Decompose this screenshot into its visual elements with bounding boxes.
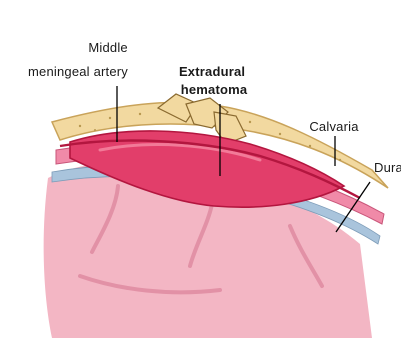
label-middle-meningeal-artery: Middle meningeal artery [28, 40, 132, 79]
label-calvaria: Calvaria [309, 119, 359, 134]
label-dura: Dura [374, 160, 401, 175]
label-middle-line-1: Middle [88, 40, 128, 55]
label-extradural-line-1: Extradural [179, 64, 245, 79]
label-extradural-hematoma: Extradural hematoma [179, 64, 249, 97]
label-middle-line-2: meningeal artery [28, 64, 128, 79]
label-extradural-line-2: hematoma [181, 82, 248, 97]
